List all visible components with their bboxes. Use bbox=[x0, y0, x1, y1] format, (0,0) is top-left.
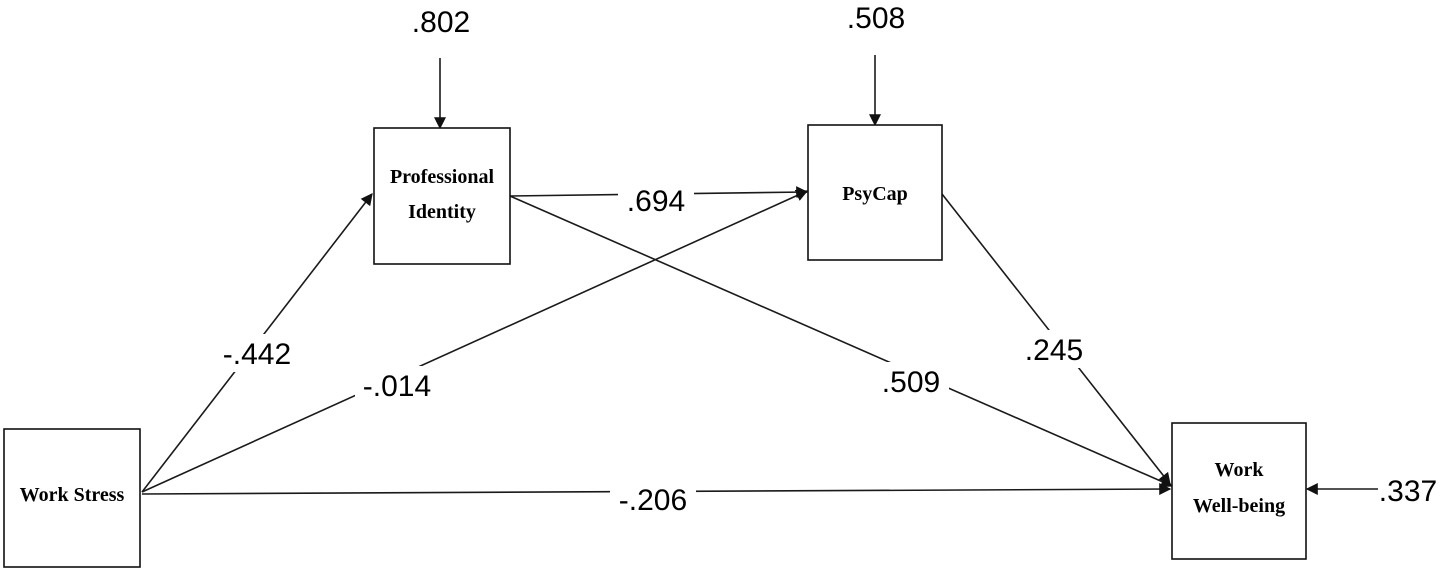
node-work-wellbeing-line1: Work bbox=[1215, 459, 1265, 481]
node-work-wellbeing-line2: Well-being bbox=[1193, 495, 1285, 517]
edge-identity-to-wellbeing bbox=[509, 195, 1174, 488]
residual-professional-identity: .802 bbox=[412, 6, 470, 39]
coef-stress-to-psycap: -.014 bbox=[363, 370, 431, 403]
coef-stress-to-identity: -.442 bbox=[223, 338, 291, 371]
node-work-wellbeing: Work Well-being bbox=[1171, 422, 1307, 560]
edge-stress-to-psycap bbox=[141, 189, 809, 493]
node-psycap: PsyCap bbox=[807, 124, 943, 261]
node-professional-identity-line1: Professional bbox=[390, 166, 495, 188]
node-professional-identity-line2: Identity bbox=[408, 201, 476, 223]
coef-identity-to-wellbeing: .509 bbox=[882, 366, 940, 399]
coef-psycap-to-wellbeing: .245 bbox=[1025, 334, 1083, 367]
node-work-stress-label: Work Stress bbox=[20, 484, 125, 506]
residual-work-wellbeing: .337 bbox=[1379, 475, 1437, 508]
residual-psycap: .508 bbox=[847, 2, 905, 35]
node-work-stress: Work Stress bbox=[3, 428, 141, 568]
node-psycap-label: PsyCap bbox=[842, 183, 908, 205]
coef-stress-to-wellbeing: -.206 bbox=[619, 484, 687, 517]
node-professional-identity: Professional Identity bbox=[373, 127, 511, 265]
coef-identity-to-psycap: .694 bbox=[627, 185, 685, 218]
